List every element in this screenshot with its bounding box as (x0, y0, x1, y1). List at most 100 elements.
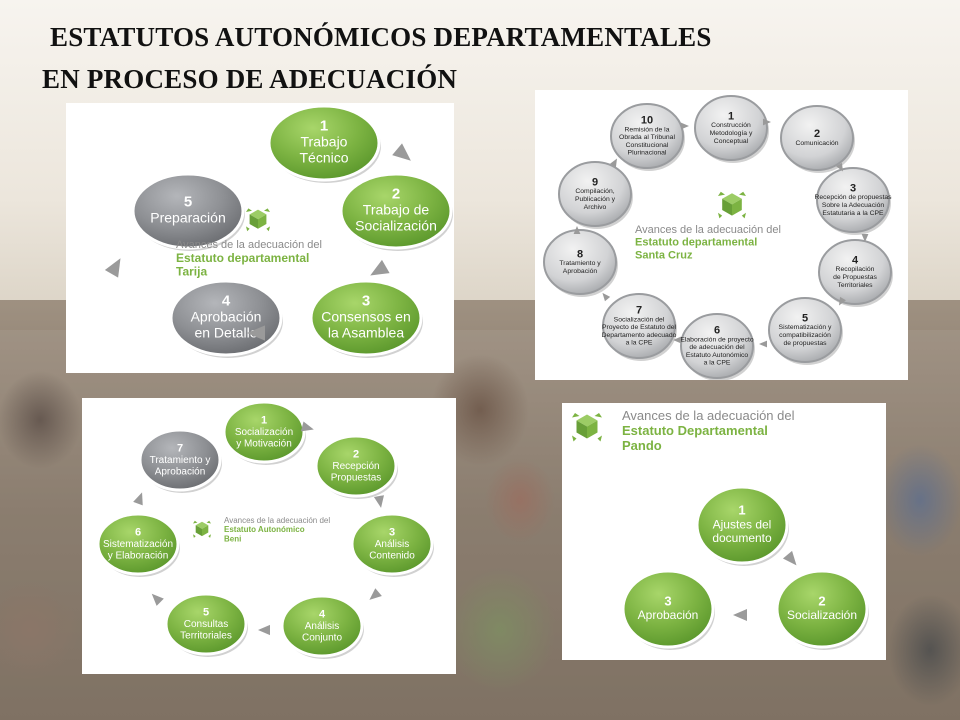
step-label-line: de propuestas (783, 340, 827, 347)
step-number: 3 (362, 292, 370, 309)
step-label-line: Sistematización y (779, 324, 832, 331)
step-number: 7 (636, 304, 642, 316)
step-number: 9 (592, 176, 598, 188)
step-label-line: Técnico (299, 150, 348, 166)
flow-arrow-icon (392, 143, 411, 161)
step-number: 5 (184, 193, 192, 210)
flow-arrow-icon (602, 292, 611, 302)
step-number: 6 (714, 324, 720, 336)
diagram-caption-statute: Estatuto Autonómico (224, 525, 305, 534)
cube-logo-icon (718, 191, 746, 219)
step-label-line: Publicación y (575, 196, 616, 203)
step-number: 3 (389, 527, 395, 539)
step-label-line: y Motivación (236, 439, 292, 450)
step-number: 5 (802, 312, 808, 324)
step-number: 2 (392, 185, 400, 202)
step-label-line: Recepción (332, 461, 379, 472)
step-label-line: Conceptual (714, 138, 749, 145)
flow-arrow-icon (759, 340, 767, 348)
step-number: 2 (814, 128, 820, 140)
flow-arrow-icon (370, 259, 390, 276)
diagram-caption-department: Beni (224, 534, 241, 543)
diagram-caption-department: Santa Cruz (635, 249, 693, 261)
diagram-caption-department: Tarija (176, 265, 207, 279)
step-label-line: a la CPE (626, 340, 653, 347)
step-label-line: Estatutaria a la CPE (822, 210, 884, 217)
step-label-line: Archivo (584, 204, 607, 211)
step-label-line: compatibilización (779, 332, 831, 339)
step-label-line: Contenido (369, 551, 415, 562)
flow-arrow-icon (610, 158, 617, 168)
step-label-line: Trabajo de (363, 202, 430, 218)
step-label-line: Construcción (711, 122, 751, 129)
cube-logo-icon (193, 520, 211, 538)
step-number: 1 (320, 117, 328, 134)
step-label-line: Trabajo (301, 134, 348, 150)
step-label-line: Recepción de propuestas (814, 194, 892, 201)
step-label-line: y Elaboración (108, 551, 169, 562)
flow-arrow-icon (573, 226, 581, 234)
step-label-line: Tratamiento y (150, 455, 211, 466)
step-number: 1 (738, 503, 745, 518)
step-number: 2 (818, 593, 825, 608)
flow-arrow-icon (369, 588, 382, 600)
step-number: 1 (261, 415, 267, 427)
step-label-line: Conjunto (302, 633, 342, 644)
step-label-line: Socialización (355, 218, 437, 234)
flow-arrow-icon (373, 495, 384, 508)
step-label-line: Comunicación (795, 140, 838, 147)
flow-arrow-icon (300, 421, 314, 432)
step-label-line: Remisión de la (625, 126, 670, 133)
diagram-caption-statute: Estatuto Departamental (622, 423, 768, 438)
step-label-line: Aprobación (563, 268, 598, 275)
diagram-caption-statute: Estatuto departamental (176, 251, 309, 265)
step-label-line: Sobre la Adecuación (822, 202, 885, 209)
step-label-line: Ajustes del (713, 517, 772, 531)
flow-arrow-icon (861, 234, 869, 242)
step-label-line: Preparación (150, 210, 226, 226)
diagram-caption-statute: Estatuto departamental (635, 237, 757, 249)
cube-logo-icon (572, 413, 602, 442)
step-label-line: Socialización (235, 427, 293, 438)
step-label-line: la Asamblea (328, 325, 404, 341)
step-label-line: Territoriales (180, 631, 232, 642)
step-label-line: Consensos en (321, 309, 411, 325)
step-label-line: de Propuestas (833, 274, 877, 281)
step-label-line: Obrada al Tribunal (619, 134, 675, 141)
flow-arrow-icon (836, 162, 843, 172)
step-label-line: Socialización del (614, 316, 665, 323)
flow-arrow-icon (151, 593, 164, 606)
diagram-caption: Avances de la adecuación del (224, 516, 330, 525)
step-number: 4 (222, 292, 231, 309)
step-label-line: Compilación, (575, 188, 614, 195)
step-number: 3 (850, 182, 856, 194)
diagram-caption: Avances de la adecuación del (635, 224, 781, 236)
flow-arrow-icon (247, 325, 265, 341)
step-label-line: Sistematización (103, 539, 173, 550)
step-label-line: Territoriales (837, 282, 873, 289)
flow-arrow-icon (258, 624, 270, 636)
step-label-line: Estatuto Autonómico (686, 352, 749, 359)
flow-arrow-icon (763, 118, 771, 126)
step-number: 6 (135, 527, 141, 539)
slide-title-line-1: ESTATUTOS AUTONÓMICOS DEPARTAMENTALES (50, 22, 712, 52)
step-label-line: Metodología y (710, 130, 753, 137)
step-label-line: Aprobación (638, 608, 699, 622)
